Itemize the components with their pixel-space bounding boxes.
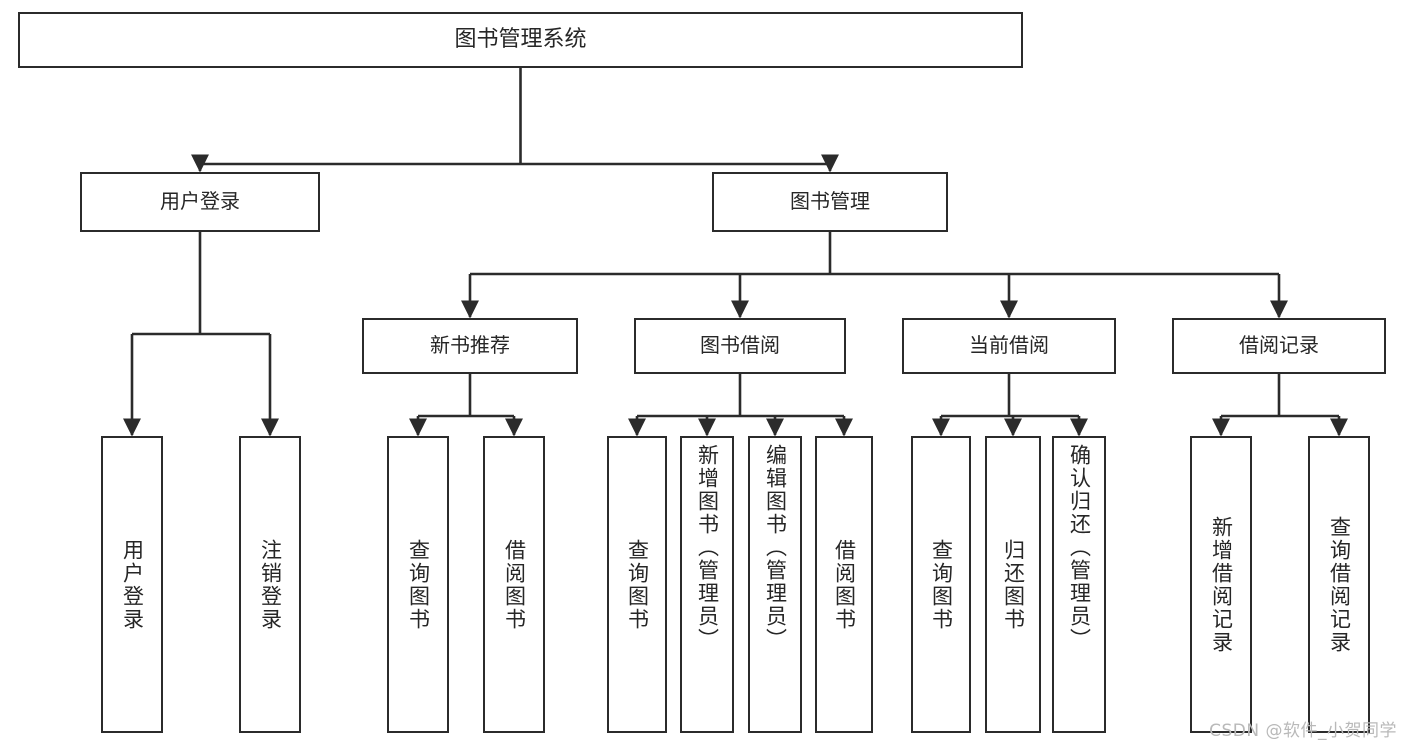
node-book-borrow-label: 图书借阅 bbox=[700, 333, 780, 358]
leaf-query-book-new[interactable]: 查询图书 bbox=[387, 436, 449, 733]
node-book-manage-label: 图书管理 bbox=[790, 189, 870, 214]
leaf-add-borrow-record[interactable]: 新增借阅记录 bbox=[1190, 436, 1252, 733]
leaf-query-book-current[interactable]: 查询图书 bbox=[911, 436, 971, 733]
node-borrow-record[interactable]: 借阅记录 bbox=[1172, 318, 1386, 374]
node-current-borrow-label: 当前借阅 bbox=[969, 333, 1049, 358]
leaf-confirm-return-admin[interactable]: 确认归还（管理员） bbox=[1052, 436, 1106, 733]
leaf-borrow-book-new[interactable]: 借阅图书 bbox=[483, 436, 545, 733]
leaf-query-borrow-record[interactable]: 查询借阅记录 bbox=[1308, 436, 1370, 733]
leaf-confirm-return-admin-label: 确认归还（管理员） bbox=[1067, 444, 1092, 651]
leaf-logout-login[interactable]: 注销登录 bbox=[239, 436, 301, 733]
leaf-user-login[interactable]: 用户登录 bbox=[101, 436, 163, 733]
node-book-borrow[interactable]: 图书借阅 bbox=[634, 318, 846, 374]
leaf-edit-book-admin[interactable]: 编辑图书（管理员） bbox=[748, 436, 802, 733]
node-new-book-recommend[interactable]: 新书推荐 bbox=[362, 318, 578, 374]
leaf-query-book-borrow-label: 查询图书 bbox=[625, 538, 650, 631]
leaf-query-book-new-label: 查询图书 bbox=[406, 538, 431, 631]
leaf-edit-book-admin-label: 编辑图书（管理员） bbox=[763, 444, 788, 651]
node-borrow-record-label: 借阅记录 bbox=[1239, 333, 1319, 358]
node-book-manage[interactable]: 图书管理 bbox=[712, 172, 948, 232]
leaf-query-borrow-record-label: 查询借阅记录 bbox=[1327, 515, 1352, 654]
node-new-book-recommend-label: 新书推荐 bbox=[430, 333, 510, 358]
leaf-borrow-book-new-label: 借阅图书 bbox=[502, 538, 527, 631]
node-user-login-label: 用户登录 bbox=[160, 189, 240, 214]
node-root-label: 图书管理系统 bbox=[454, 27, 587, 53]
leaf-return-book-label: 归还图书 bbox=[1001, 538, 1026, 631]
csdn-watermark: CSDN @软件_小贺同学 bbox=[1209, 721, 1397, 741]
leaf-logout-login-label: 注销登录 bbox=[258, 538, 283, 631]
node-root[interactable]: 图书管理系统 bbox=[18, 12, 1023, 68]
leaf-borrow-book-borrow[interactable]: 借阅图书 bbox=[815, 436, 873, 733]
leaf-borrow-book-borrow-label: 借阅图书 bbox=[832, 538, 857, 631]
node-current-borrow[interactable]: 当前借阅 bbox=[902, 318, 1116, 374]
leaf-add-book-admin[interactable]: 新增图书（管理员） bbox=[680, 436, 734, 733]
leaf-return-book[interactable]: 归还图书 bbox=[985, 436, 1041, 733]
leaf-user-login-label: 用户登录 bbox=[120, 538, 145, 631]
leaf-add-borrow-record-label: 新增借阅记录 bbox=[1209, 515, 1234, 654]
leaf-query-book-borrow[interactable]: 查询图书 bbox=[607, 436, 667, 733]
leaf-query-book-current-label: 查询图书 bbox=[929, 538, 954, 631]
leaf-add-book-admin-label: 新增图书（管理员） bbox=[695, 444, 720, 651]
node-user-login[interactable]: 用户登录 bbox=[80, 172, 320, 232]
